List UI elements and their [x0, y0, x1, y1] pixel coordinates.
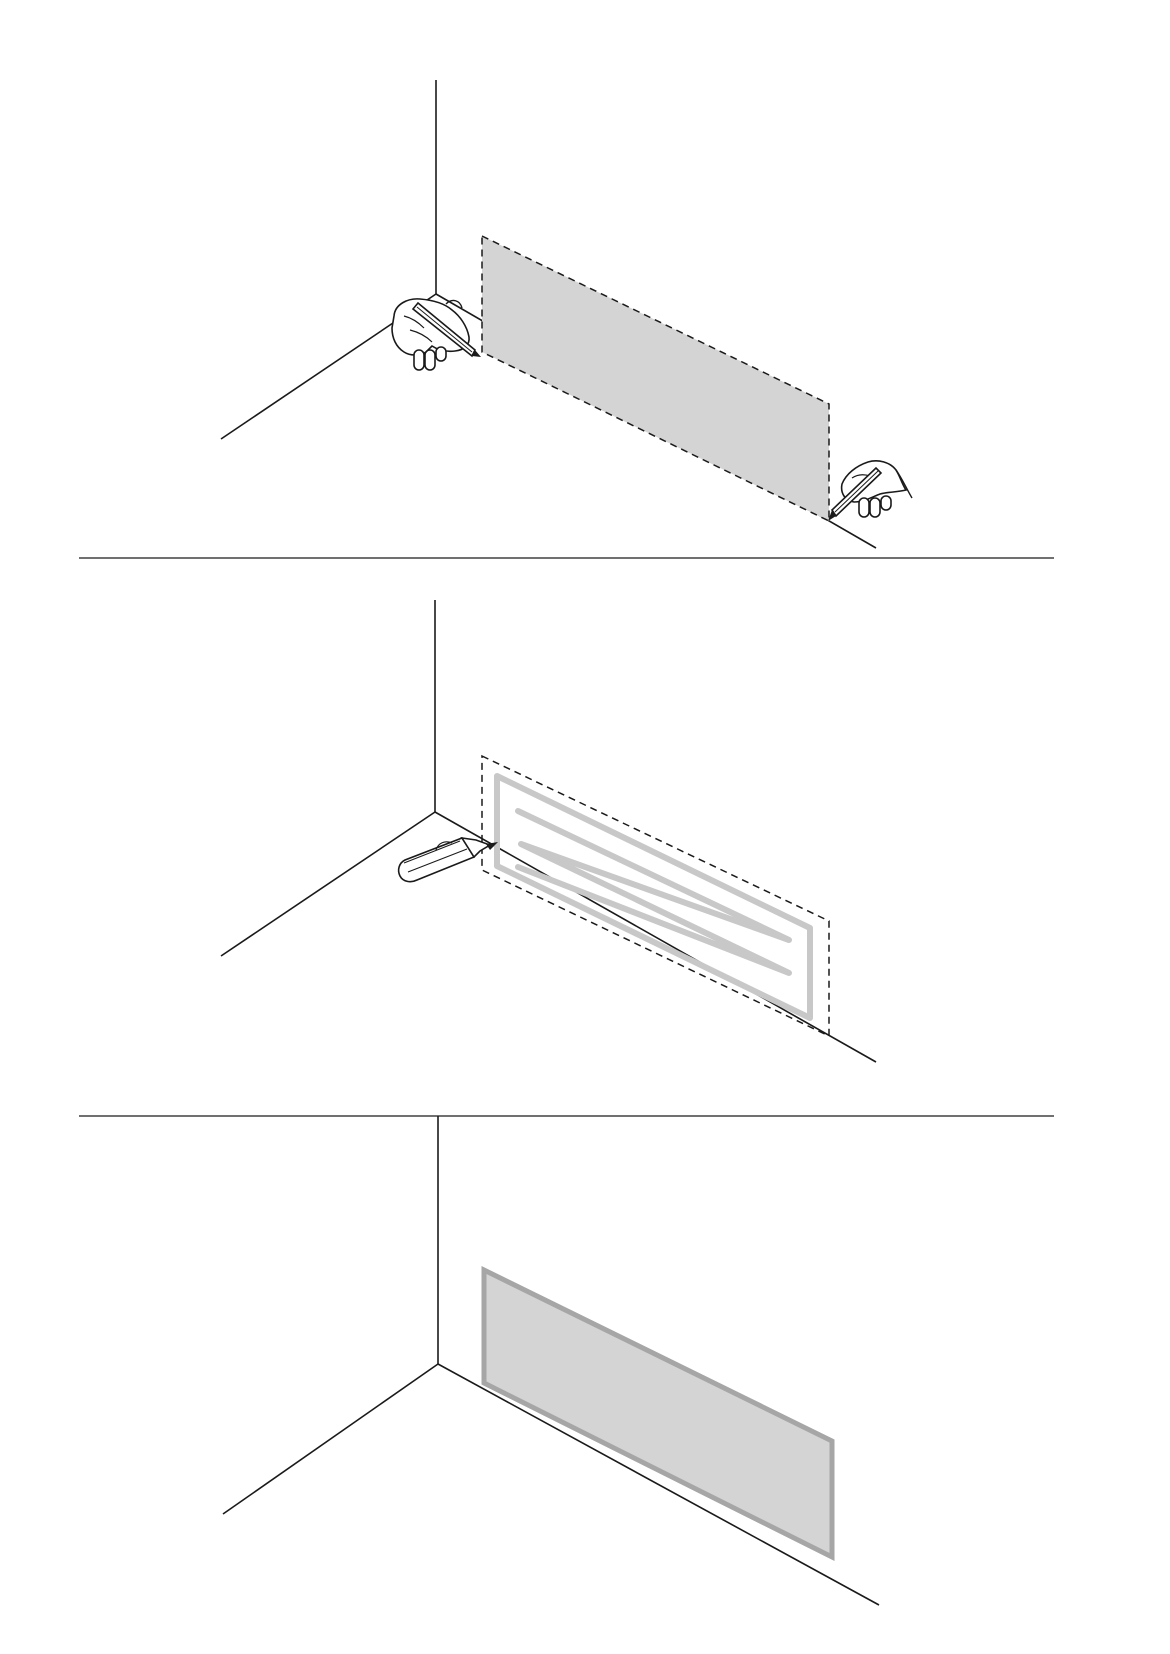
- wall-floor-edge-right: [434, 811, 877, 1063]
- wall-floor-edge-right: [437, 1363, 880, 1606]
- mounted-panel: [481, 1265, 835, 1562]
- hand-with-pencil-right-icon: [828, 460, 913, 521]
- hand-with-pencil-left-icon: [391, 298, 481, 371]
- panel-outline-marked: [481, 234, 830, 523]
- adhesive-bead-border: [494, 773, 813, 1021]
- panel-outline-marked: [481, 754, 830, 1038]
- wall-floor-edge-left: [222, 1363, 439, 1515]
- adhesive-bead-zigzag: [515, 808, 792, 976]
- adhesive-tube-icon: [397, 836, 498, 883]
- wall-floor-edge-left: [220, 811, 436, 957]
- step-1-mark-outline: [220, 80, 913, 549]
- pencil-icon: [828, 466, 883, 521]
- step-2-apply-adhesive: [220, 600, 877, 1063]
- pencil-icon: [411, 301, 481, 358]
- step-3-panel-mounted: [222, 1116, 880, 1606]
